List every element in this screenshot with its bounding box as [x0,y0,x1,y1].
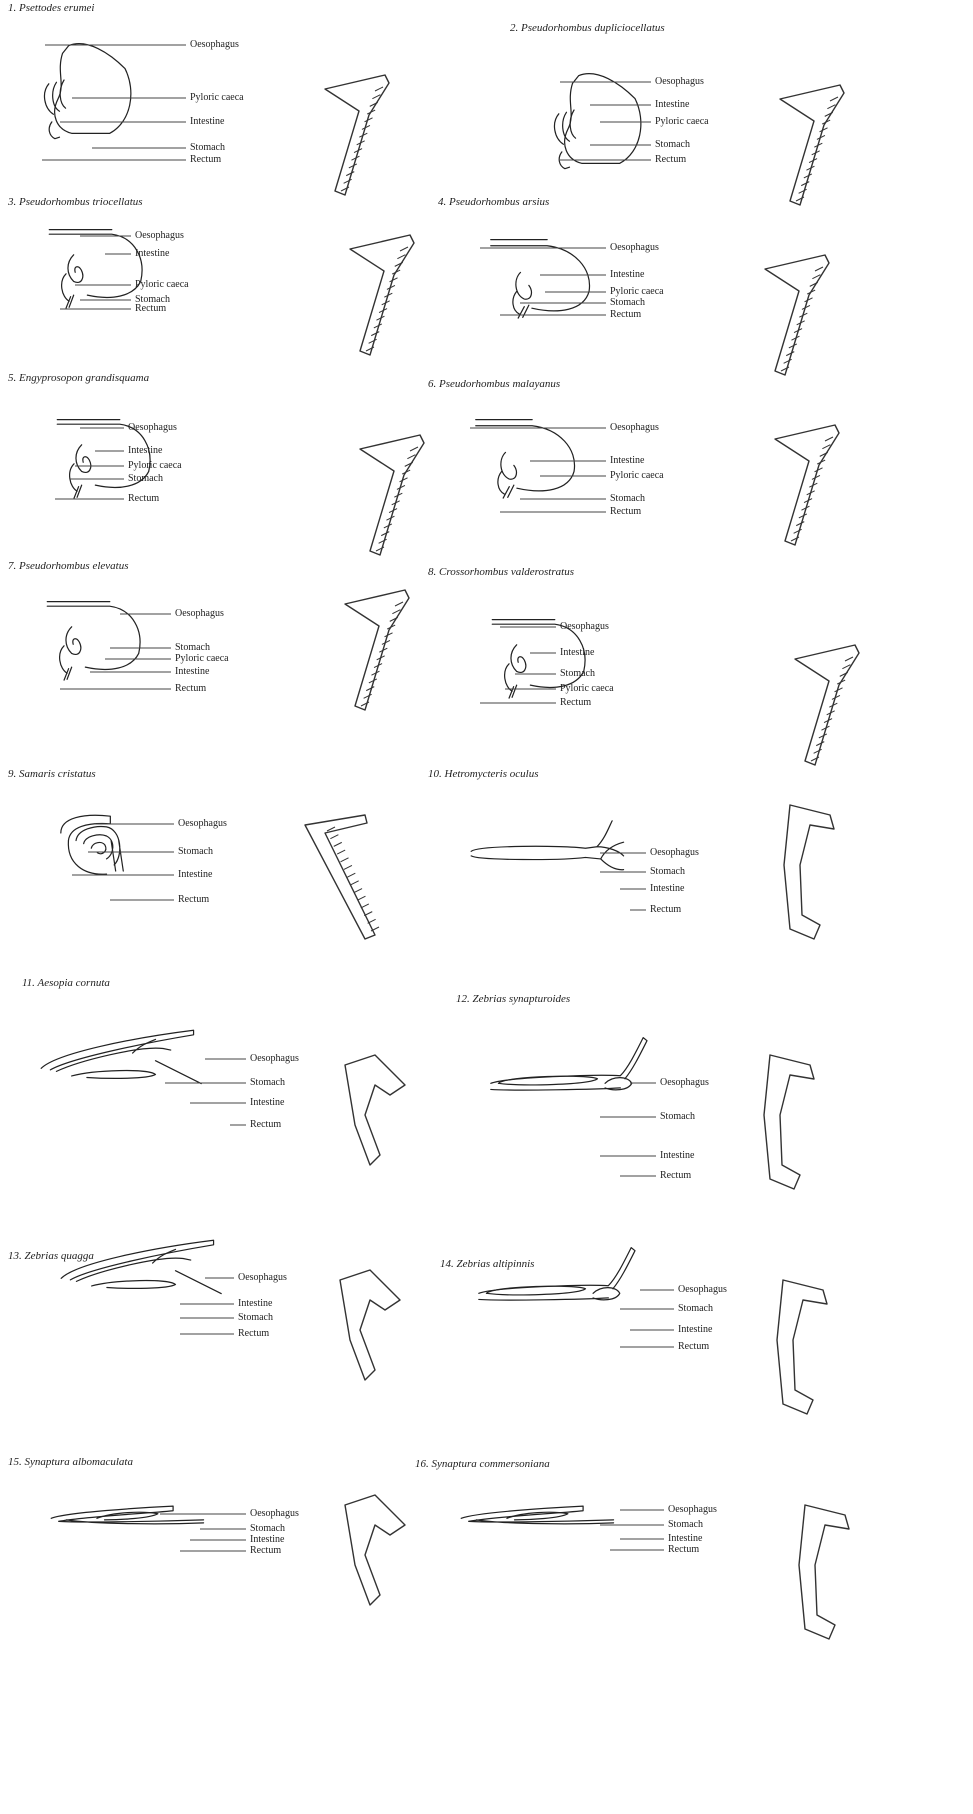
part-label: Intestine [668,1534,702,1544]
part-label: Rectum [668,1545,699,1555]
part-label: Stomach [668,1520,703,1530]
part-label: Oesophagus [668,1505,717,1515]
